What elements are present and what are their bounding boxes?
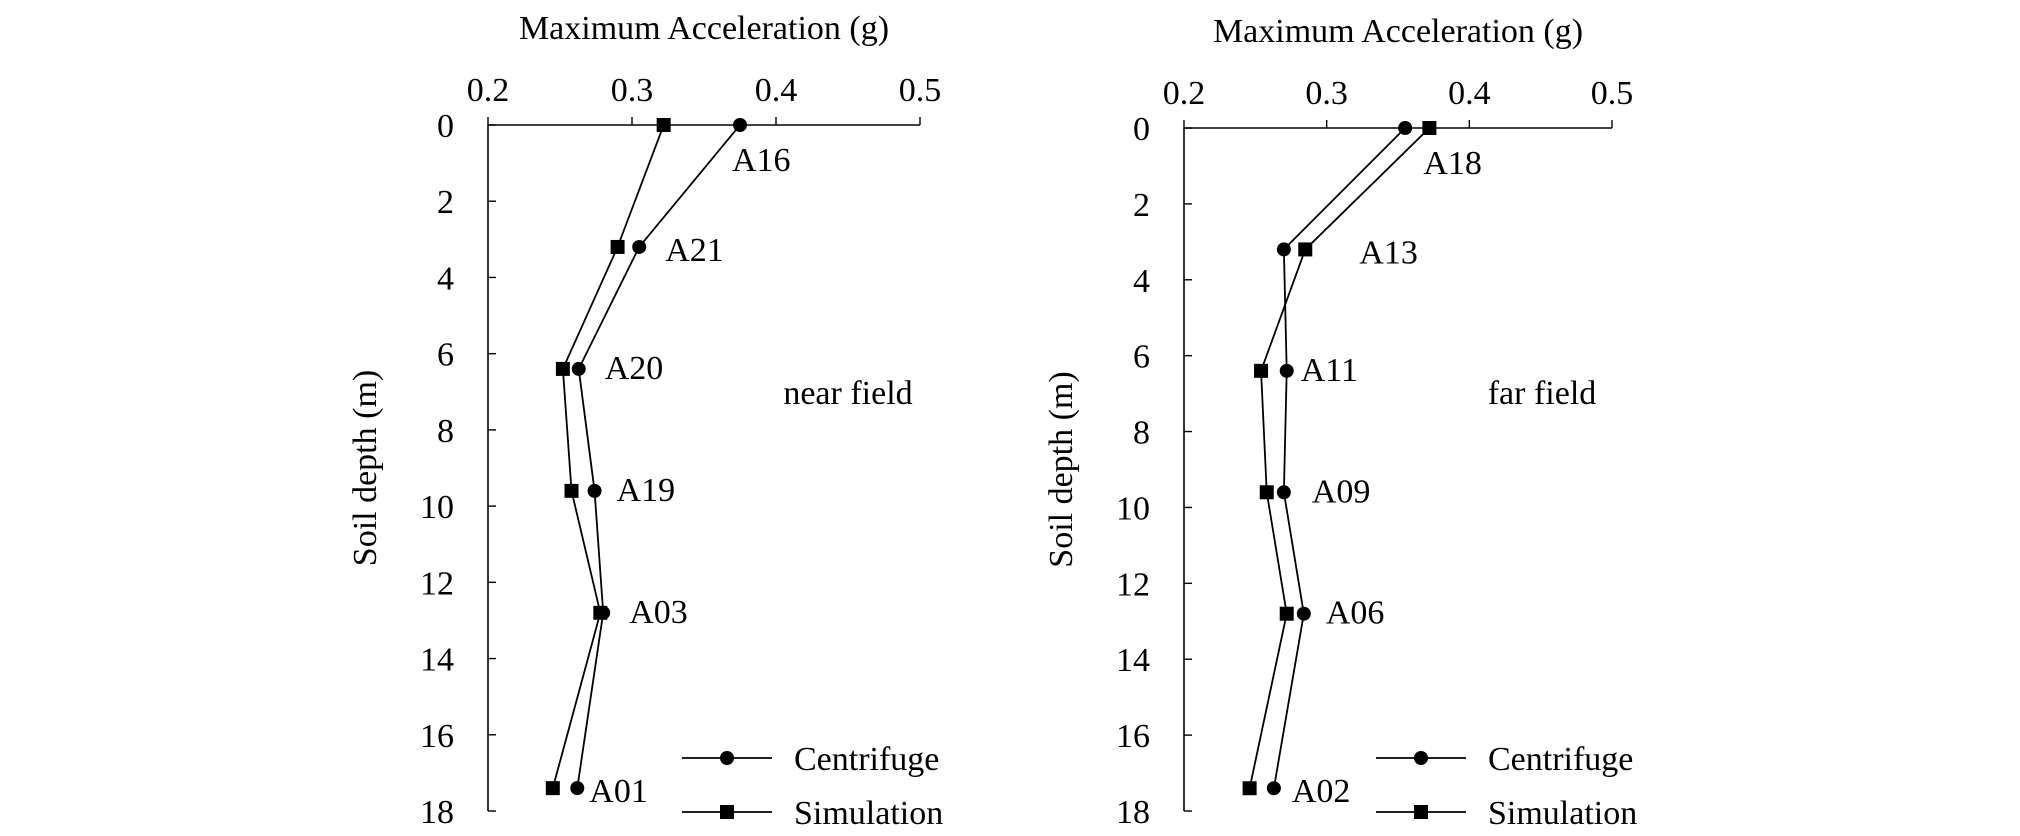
y-tick-label: 12 bbox=[420, 565, 454, 602]
series-line-simulation bbox=[551, 124, 665, 789]
legend-marker-square bbox=[720, 805, 734, 819]
legend-marker-circle bbox=[1414, 751, 1428, 765]
y-tick-label: 12 bbox=[1116, 566, 1150, 603]
data-point-simulation bbox=[656, 118, 671, 132]
y-tick-label: 8 bbox=[437, 413, 454, 450]
series-line-centrifuge bbox=[576, 124, 741, 789]
data-point-simulation bbox=[610, 239, 625, 254]
data-point-centrifuge bbox=[1398, 121, 1413, 135]
sensor-label: A01 bbox=[589, 773, 648, 810]
sensor-label: A09 bbox=[1312, 473, 1371, 510]
x-axis-title: Maximum Acceleration (g) bbox=[519, 10, 889, 47]
data-point-centrifuge bbox=[632, 239, 647, 254]
y-tick-label: 16 bbox=[1116, 718, 1150, 755]
y-tick-label: 0 bbox=[1133, 111, 1150, 148]
data-point-centrifuge bbox=[1276, 485, 1291, 500]
sensor-label: A11 bbox=[1301, 352, 1358, 389]
data-point-centrifuge bbox=[587, 483, 602, 498]
data-point-centrifuge bbox=[1279, 363, 1294, 378]
y-tick-label: 6 bbox=[437, 337, 454, 374]
x-tick-label: 0.3 bbox=[1305, 75, 1348, 112]
legend-entry-label: Centrifuge bbox=[1488, 741, 1633, 778]
x-tick-label: 0.3 bbox=[611, 72, 654, 109]
data-point-simulation bbox=[1298, 242, 1313, 257]
y-tick-label: 18 bbox=[420, 794, 454, 831]
y-tick-label: 8 bbox=[1133, 415, 1150, 452]
data-point-centrifuge bbox=[1266, 781, 1281, 796]
x-axis-title: Maximum Acceleration (g) bbox=[1213, 13, 1583, 50]
series-line-centrifuge bbox=[1272, 127, 1406, 789]
y-axis-title: Soil depth (m) bbox=[1043, 371, 1080, 567]
data-point-centrifuge bbox=[571, 361, 586, 376]
y-tick-label: 2 bbox=[1133, 187, 1150, 224]
data-point-simulation bbox=[593, 605, 608, 620]
panel-annotation: near field bbox=[783, 375, 912, 412]
sensor-label: A02 bbox=[1292, 773, 1351, 810]
y-tick-label: 2 bbox=[437, 184, 454, 221]
sensor-label: A03 bbox=[629, 594, 688, 631]
sensor-label: A20 bbox=[605, 350, 664, 387]
y-tick-label: 14 bbox=[420, 642, 454, 679]
data-point-simulation bbox=[1242, 781, 1257, 796]
x-tick-label: 0.2 bbox=[467, 72, 510, 109]
series-line-simulation bbox=[1248, 127, 1431, 789]
panel-annotation: far field bbox=[1488, 375, 1597, 412]
y-tick-label: 14 bbox=[1116, 642, 1150, 679]
x-tick-label: 0.2 bbox=[1163, 75, 1206, 112]
y-tick-label: 10 bbox=[1116, 490, 1150, 527]
y-axis-title: Soil depth (m) bbox=[347, 370, 384, 566]
y-tick-label: 0 bbox=[437, 108, 454, 145]
y-tick-label: 6 bbox=[1133, 339, 1150, 376]
legend-entry-label: Simulation bbox=[794, 795, 943, 831]
y-tick-label: 10 bbox=[420, 489, 454, 526]
y-tick-label: 4 bbox=[437, 260, 454, 297]
data-point-centrifuge bbox=[1296, 606, 1311, 621]
x-tick-label: 0.4 bbox=[1448, 75, 1491, 112]
y-tick-label: 18 bbox=[1116, 794, 1150, 831]
legend-marker-circle bbox=[720, 751, 734, 765]
data-point-centrifuge bbox=[570, 781, 585, 796]
legend-entry-label: Centrifuge bbox=[794, 741, 939, 778]
data-point-simulation bbox=[1279, 606, 1294, 621]
sensor-label: A13 bbox=[1359, 234, 1418, 271]
legend-marker-square bbox=[1414, 805, 1428, 819]
sensor-label: A18 bbox=[1423, 145, 1482, 182]
x-tick-label: 0.5 bbox=[899, 72, 942, 109]
sensor-label: A16 bbox=[732, 142, 791, 179]
data-point-simulation bbox=[1254, 363, 1269, 378]
x-tick-label: 0.4 bbox=[755, 72, 798, 109]
sensor-label: A21 bbox=[665, 232, 724, 269]
data-point-simulation bbox=[545, 781, 560, 796]
legend-entry-label: Simulation bbox=[1488, 795, 1637, 831]
data-point-simulation bbox=[1259, 485, 1274, 500]
data-point-simulation bbox=[555, 361, 570, 376]
data-point-simulation bbox=[1422, 121, 1437, 135]
x-tick-label: 0.5 bbox=[1591, 75, 1634, 112]
y-tick-label: 16 bbox=[420, 718, 454, 755]
data-point-centrifuge bbox=[733, 118, 747, 132]
data-point-centrifuge bbox=[1276, 242, 1291, 257]
sensor-label: A19 bbox=[617, 472, 676, 509]
sensor-label: A06 bbox=[1326, 595, 1385, 632]
y-tick-label: 4 bbox=[1133, 263, 1150, 300]
data-point-simulation bbox=[564, 483, 579, 498]
